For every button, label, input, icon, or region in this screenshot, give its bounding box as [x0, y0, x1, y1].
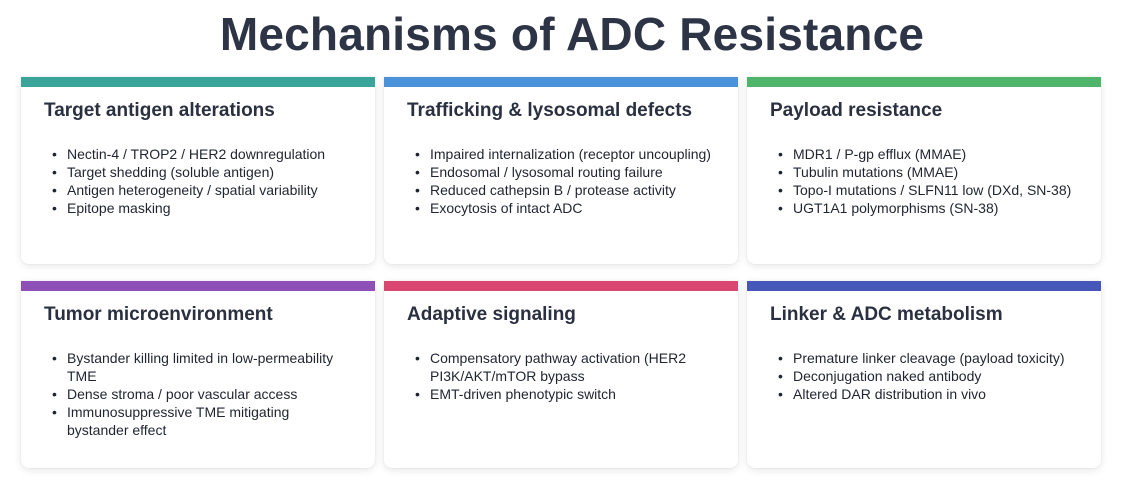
list-item: Nectin-4 / TROP2 / HER2 downregulation — [52, 145, 353, 163]
card-bullet-list: Nectin-4 / TROP2 / HER2 downregulation T… — [52, 145, 353, 217]
card-tumor-microenvironment: Tumor microenvironment Bystander killing… — [21, 281, 375, 468]
list-item: Endosomal / lysosomal routing failure — [415, 163, 716, 181]
card-heading: Linker & ADC metabolism — [770, 304, 1003, 325]
list-item: Deconjugation naked antibody — [778, 367, 1079, 385]
card-bullet-list: Bystander killing limited in low-permeab… — [52, 349, 353, 439]
card-accent-bar — [747, 281, 1101, 291]
list-item: Tubulin mutations (MMAE) — [778, 163, 1079, 181]
card-bullet-list: Compensatory pathway activation (HER2 PI… — [415, 349, 716, 403]
list-item: Altered DAR distribution in vivo — [778, 385, 1079, 403]
card-bullet-list: Premature linker cleavage (payload toxic… — [778, 349, 1079, 403]
list-item: EMT-driven phenotypic switch — [415, 385, 716, 403]
list-item: Impaired internalization (receptor uncou… — [415, 145, 716, 163]
page-title: Mechanisms of ADC Resistance — [219, 8, 925, 60]
list-item: Reduced cathepsin B / protease activity — [415, 181, 716, 199]
card-accent-bar — [747, 77, 1101, 87]
card-heading: Trafficking & lysosomal defects — [407, 100, 693, 121]
card-heading: Adaptive signaling — [407, 304, 576, 325]
card-payload-resistance: Payload resistance MDR1 / P-gp efflux (M… — [747, 77, 1101, 264]
card-accent-bar — [21, 281, 375, 291]
card-trafficking-lysosomal-defects: Trafficking & lysosomal defects Impaired… — [384, 77, 738, 264]
card-accent-bar — [21, 77, 375, 87]
card-heading: Target antigen alterations — [44, 100, 275, 121]
card-target-antigen-alterations: Target antigen alterations Nectin-4 / TR… — [21, 77, 375, 264]
list-item: Immunosuppressive TME mitigating bystand… — [52, 403, 353, 439]
card-bullet-list: MDR1 / P-gp efflux (MMAE) Tubulin mutati… — [778, 145, 1079, 217]
list-item: Exocytosis of intact ADC — [415, 199, 716, 217]
list-item: Premature linker cleavage (payload toxic… — [778, 349, 1079, 367]
list-item: Dense stroma / poor vascular access — [52, 385, 353, 403]
list-item: Epitope masking — [52, 199, 353, 217]
list-item: UGT1A1 polymorphisms (SN-38) — [778, 199, 1079, 217]
list-item: Topo-I mutations / SLFN11 low (DXd, SN-3… — [778, 181, 1079, 199]
card-linker-adc-metabolism: Linker & ADC metabolism Premature linker… — [747, 281, 1101, 468]
card-adaptive-signaling: Adaptive signaling Compensatory pathway … — [384, 281, 738, 468]
list-item: Antigen heterogeneity / spatial variabil… — [52, 181, 353, 199]
card-accent-bar — [384, 77, 738, 87]
card-bullet-list: Impaired internalization (receptor uncou… — [415, 145, 716, 217]
card-heading: Tumor microenvironment — [44, 304, 273, 325]
card-accent-bar — [384, 281, 738, 291]
list-item: Target shedding (soluble antigen) — [52, 163, 353, 181]
card-heading: Payload resistance — [770, 100, 943, 121]
list-item: Bystander killing limited in low-permeab… — [52, 349, 353, 385]
list-item: Compensatory pathway activation (HER2 PI… — [415, 349, 716, 385]
list-item: MDR1 / P-gp efflux (MMAE) — [778, 145, 1079, 163]
